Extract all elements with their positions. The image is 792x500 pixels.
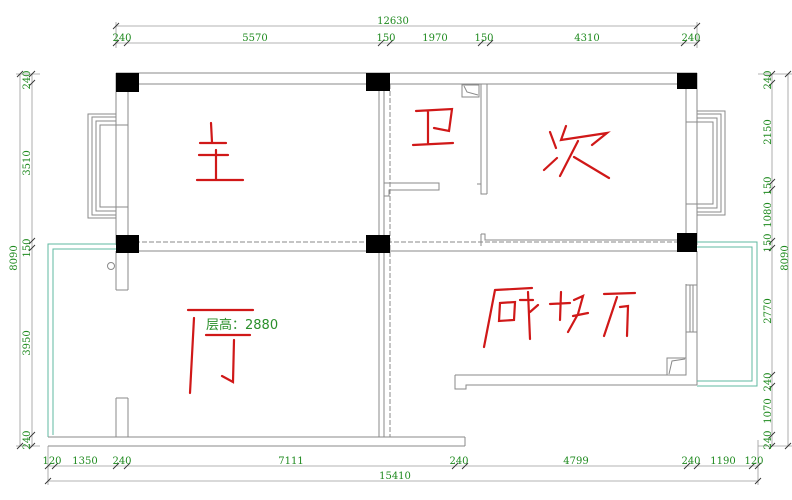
room-label-kitchen: 厨房 xyxy=(482,286,637,349)
right-dim-3: 150 xyxy=(763,176,774,195)
walls xyxy=(48,72,698,447)
room-label-living-room: 厅 xyxy=(186,308,255,395)
right-dim-7: 240 xyxy=(763,372,774,391)
top-dim-5: 150 xyxy=(474,33,493,44)
room-label-master-bedroom: 主 xyxy=(195,121,245,182)
top-dimensions: 12630 240 5570 150 1970 150 4310 240 xyxy=(112,16,701,48)
floor-drain-icon xyxy=(107,262,115,270)
right-total-dimension: 8090 xyxy=(780,245,791,270)
bottom-dim-3: 240 xyxy=(112,456,131,467)
bay-window-second xyxy=(686,110,726,216)
balcony-living xyxy=(47,243,116,437)
top-dim-2: 5570 xyxy=(242,33,267,44)
left-dim-4: 3950 xyxy=(22,330,33,355)
bay-window-master xyxy=(87,113,128,219)
right-dim-6: 2770 xyxy=(763,298,774,323)
left-dimensions: 240 3510 150 3950 240 8090 xyxy=(9,70,40,450)
column-icon xyxy=(677,233,697,252)
column-icon xyxy=(116,73,139,92)
bottom-dim-5: 240 xyxy=(449,456,468,467)
right-dim-9: 240 xyxy=(763,430,774,449)
column-icon xyxy=(366,235,390,253)
bottom-dim-7: 240 xyxy=(681,456,700,467)
right-dimensions: 240 2150 150 1080 150 2770 240 1070 240 … xyxy=(758,70,792,450)
left-dim-2: 3510 xyxy=(22,150,33,175)
floor-height-label: 层高：2880 xyxy=(206,317,278,333)
right-dim-2: 2150 xyxy=(763,119,774,144)
bottom-dim-9: 120 xyxy=(744,456,763,467)
bottom-dimensions: 120 1350 240 7111 240 4799 240 1190 120 … xyxy=(42,440,764,485)
column-icon xyxy=(677,73,697,89)
bottom-dim-8: 1190 xyxy=(710,456,735,467)
right-dim-5: 150 xyxy=(763,233,774,252)
right-dim-4: 1080 xyxy=(763,202,774,227)
kitchen-fixture xyxy=(666,357,687,376)
column-icon xyxy=(366,73,390,91)
top-dim-7: 240 xyxy=(681,33,700,44)
bathroom-fixture xyxy=(461,84,480,98)
left-dim-1: 240 xyxy=(22,70,33,89)
left-dim-5: 240 xyxy=(22,430,33,449)
right-dim-8: 1070 xyxy=(763,398,774,423)
top-total-dimension: 12630 xyxy=(377,16,409,27)
bottom-dim-1: 120 xyxy=(42,456,61,467)
balcony-kitchen xyxy=(697,241,758,387)
column-icon xyxy=(116,235,139,253)
bottom-dim-6: 4799 xyxy=(563,456,588,467)
room-label-bathroom: 卫 xyxy=(411,107,455,147)
bottom-dim-4: 7111 xyxy=(278,456,303,467)
bottom-dim-2: 1350 xyxy=(72,456,97,467)
top-dim-4: 1970 xyxy=(422,33,447,44)
room-label-second-bedroom: 次 xyxy=(542,124,611,180)
left-dim-3: 150 xyxy=(22,238,33,257)
left-total-dimension: 8090 xyxy=(9,245,20,270)
top-dim-1: 240 xyxy=(112,33,131,44)
bottom-total-dimension: 15410 xyxy=(379,471,411,482)
top-dim-3: 150 xyxy=(376,33,395,44)
columns xyxy=(116,73,697,253)
right-dim-1: 240 xyxy=(763,70,774,89)
top-dim-6: 4310 xyxy=(574,33,599,44)
